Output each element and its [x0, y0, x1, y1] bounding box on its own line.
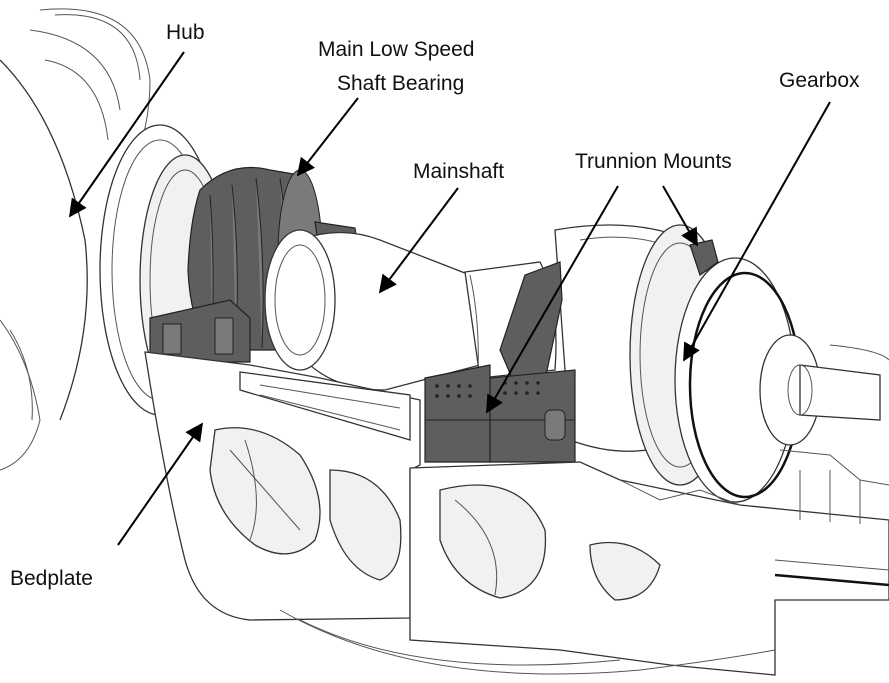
- label-hub: Hub: [166, 21, 205, 44]
- trunnion-mounts-drawing: [424, 261, 576, 463]
- bedplate-drawing: [144, 351, 889, 676]
- arrow-trunnion-right: [662, 185, 698, 247]
- arrow-gearbox: [683, 101, 831, 362]
- label-bearing-line2: Shaft Bearing: [337, 72, 464, 95]
- gearbox-drawing: [554, 224, 889, 503]
- label-bedplate: Bedplate: [10, 567, 93, 590]
- arrow-trunnion-left: [486, 185, 619, 414]
- arrow-bedplate: [117, 422, 204, 546]
- arrow-hub: [68, 51, 185, 218]
- arrow-mainshaft: [378, 187, 459, 294]
- label-bearing-line1: Main Low Speed: [318, 38, 474, 61]
- label-mainshaft: Mainshaft: [413, 160, 504, 183]
- label-gearbox: Gearbox: [779, 69, 860, 92]
- arrow-bearing: [296, 97, 359, 177]
- label-trunnion-mounts: Trunnion Mounts: [575, 150, 732, 173]
